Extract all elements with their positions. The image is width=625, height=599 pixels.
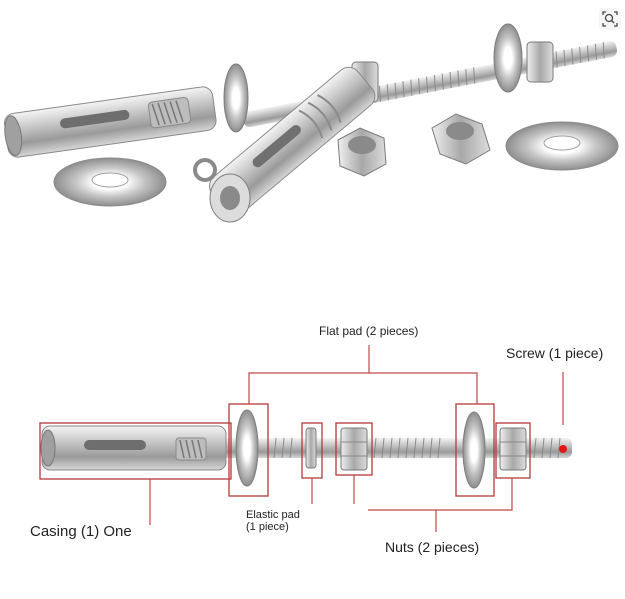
image-search-button[interactable] [599,8,621,30]
screw-label: Screw (1 piece) [506,345,604,361]
flat-pad-2-callout-box [455,403,495,497]
product-photo [4,23,619,223]
nuts-label: Nuts (2 pieces) [385,539,480,555]
screw-tip-marker [559,445,567,453]
casing-part [40,425,227,471]
flat-pad-1 [235,409,259,487]
image-search-icon [602,11,618,27]
elastic-pad-label: Elastic pad (1 piece) [246,509,336,533]
flat-pad-2 [462,411,486,489]
anchor-casing-center [208,66,376,216]
elastic-pad [305,427,317,469]
nut-2-callout-box [495,422,531,479]
flat-pad-leader [248,372,478,404]
hex-nut-2 [431,113,491,165]
nut-2 [499,427,527,471]
nut-1 [340,427,368,471]
casing-callout-box [39,422,232,480]
casing-label: Casing (1) One [30,523,132,540]
flat-pad-label: Flat pad (2 pieces) [319,324,419,338]
elastic-pad-label-name: Elastic pad [246,509,300,521]
hex-nut-1 [337,127,387,177]
nuts-leader [368,478,513,511]
anchor-casing-left [4,86,217,158]
elastic-pad-label-count: (1 piece) [246,521,289,533]
